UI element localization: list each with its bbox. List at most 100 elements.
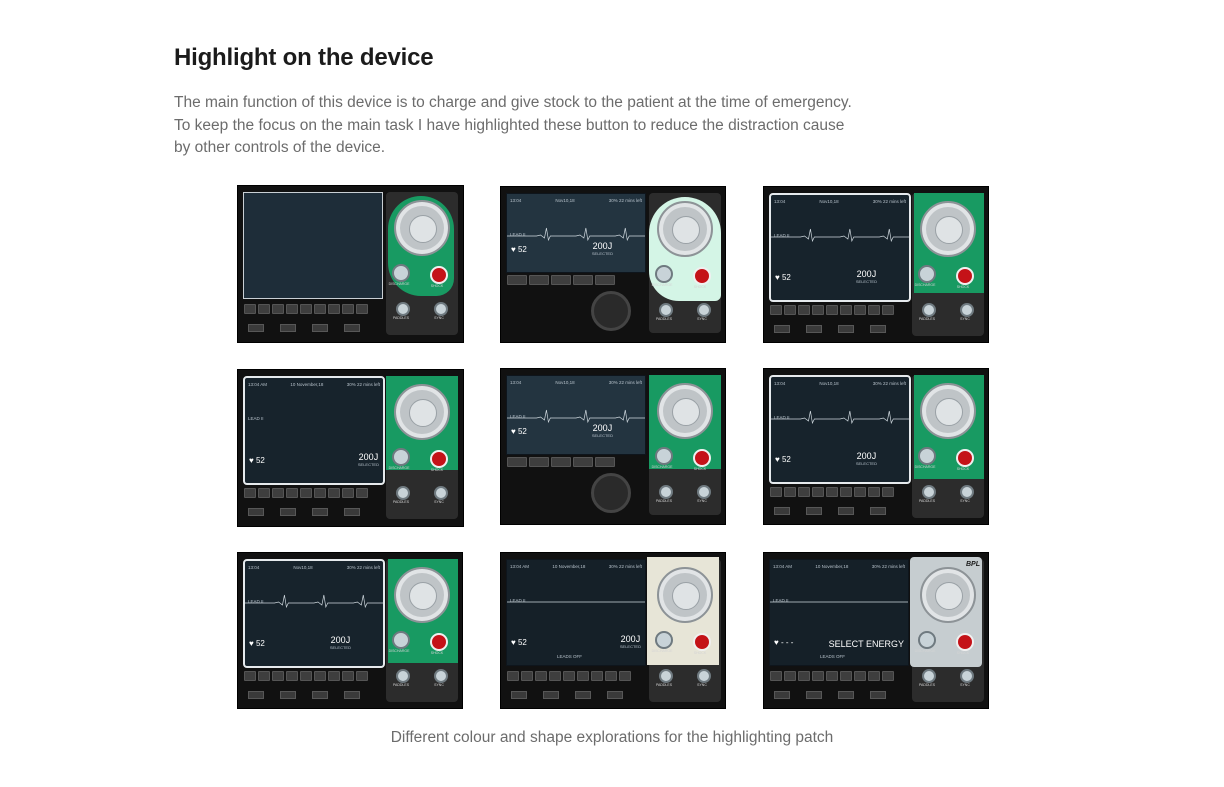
soft-key[interactable] <box>826 671 838 681</box>
sync-button[interactable] <box>960 303 974 317</box>
paddles-button[interactable] <box>922 669 936 683</box>
energy-select-knob[interactable] <box>920 383 976 439</box>
discharge-button[interactable] <box>655 631 673 649</box>
shock-button[interactable] <box>956 267 974 285</box>
function-key[interactable] <box>774 325 790 333</box>
soft-key[interactable] <box>244 304 256 314</box>
shock-button[interactable] <box>956 449 974 467</box>
soft-key[interactable] <box>328 304 340 314</box>
discharge-button[interactable] <box>918 265 936 283</box>
soft-key[interactable] <box>784 487 796 497</box>
soft-key[interactable] <box>272 488 284 498</box>
energy-select-knob[interactable] <box>657 383 713 439</box>
paddles-button[interactable] <box>922 485 936 499</box>
soft-key[interactable] <box>798 487 810 497</box>
soft-key[interactable] <box>529 457 549 467</box>
energy-select-knob[interactable] <box>657 567 713 623</box>
sync-button[interactable] <box>434 302 448 316</box>
paddles-button[interactable] <box>659 303 673 317</box>
function-key[interactable] <box>344 508 360 516</box>
soft-key[interactable] <box>770 487 782 497</box>
sync-button[interactable] <box>434 486 448 500</box>
soft-key[interactable] <box>507 671 519 681</box>
soft-key[interactable] <box>812 305 824 315</box>
shock-button[interactable] <box>956 633 974 651</box>
function-key[interactable] <box>312 324 328 332</box>
function-key[interactable] <box>774 691 790 699</box>
discharge-button[interactable] <box>392 448 410 466</box>
energy-select-knob[interactable] <box>394 567 450 623</box>
soft-key[interactable] <box>812 487 824 497</box>
soft-key[interactable] <box>507 457 527 467</box>
soft-key[interactable] <box>770 671 782 681</box>
soft-key[interactable] <box>328 671 340 681</box>
soft-key[interactable] <box>798 305 810 315</box>
navigation-jog-dial[interactable] <box>591 291 631 331</box>
discharge-button[interactable] <box>918 447 936 465</box>
discharge-button[interactable] <box>918 631 936 649</box>
soft-key[interactable] <box>286 304 298 314</box>
soft-key[interactable] <box>300 671 312 681</box>
discharge-button[interactable] <box>392 264 410 282</box>
soft-key[interactable] <box>605 671 617 681</box>
discharge-button[interactable] <box>655 447 673 465</box>
sync-button[interactable] <box>960 669 974 683</box>
paddles-button[interactable] <box>396 302 410 316</box>
soft-key[interactable] <box>551 275 571 285</box>
soft-key[interactable] <box>854 305 866 315</box>
function-key[interactable] <box>248 508 264 516</box>
paddles-button[interactable] <box>922 303 936 317</box>
soft-key[interactable] <box>840 487 852 497</box>
soft-key[interactable] <box>300 304 312 314</box>
function-key[interactable] <box>870 507 886 515</box>
soft-key[interactable] <box>286 671 298 681</box>
function-key[interactable] <box>280 508 296 516</box>
function-key[interactable] <box>280 691 296 699</box>
function-key[interactable] <box>344 691 360 699</box>
soft-key[interactable] <box>314 488 326 498</box>
soft-key[interactable] <box>535 671 547 681</box>
shock-button[interactable] <box>693 267 711 285</box>
soft-key[interactable] <box>573 275 593 285</box>
paddles-button[interactable] <box>659 669 673 683</box>
function-key[interactable] <box>838 691 854 699</box>
function-key[interactable] <box>280 324 296 332</box>
function-key[interactable] <box>312 691 328 699</box>
soft-key[interactable] <box>826 487 838 497</box>
soft-key[interactable] <box>595 457 615 467</box>
energy-select-knob[interactable] <box>920 567 976 623</box>
function-key[interactable] <box>511 691 527 699</box>
function-key[interactable] <box>870 325 886 333</box>
shock-button[interactable] <box>430 633 448 651</box>
function-key[interactable] <box>344 324 360 332</box>
soft-key[interactable] <box>840 305 852 315</box>
soft-key[interactable] <box>521 671 533 681</box>
sync-button[interactable] <box>960 485 974 499</box>
energy-select-knob[interactable] <box>657 201 713 257</box>
shock-button[interactable] <box>693 449 711 467</box>
soft-key[interactable] <box>258 671 270 681</box>
function-key[interactable] <box>806 325 822 333</box>
soft-key[interactable] <box>812 671 824 681</box>
shock-button[interactable] <box>430 266 448 284</box>
soft-key[interactable] <box>549 671 561 681</box>
soft-key[interactable] <box>619 671 631 681</box>
function-key[interactable] <box>607 691 623 699</box>
function-key[interactable] <box>806 691 822 699</box>
energy-select-knob[interactable] <box>394 384 450 440</box>
soft-key[interactable] <box>244 671 256 681</box>
soft-key[interactable] <box>591 671 603 681</box>
soft-key[interactable] <box>356 488 368 498</box>
function-key[interactable] <box>774 507 790 515</box>
soft-key[interactable] <box>784 671 796 681</box>
function-key[interactable] <box>248 691 264 699</box>
function-key[interactable] <box>312 508 328 516</box>
soft-key[interactable] <box>529 275 549 285</box>
function-key[interactable] <box>575 691 591 699</box>
sync-button[interactable] <box>697 669 711 683</box>
paddles-button[interactable] <box>396 486 410 500</box>
soft-key[interactable] <box>784 305 796 315</box>
shock-button[interactable] <box>430 450 448 468</box>
sync-button[interactable] <box>697 303 711 317</box>
paddles-button[interactable] <box>659 485 673 499</box>
